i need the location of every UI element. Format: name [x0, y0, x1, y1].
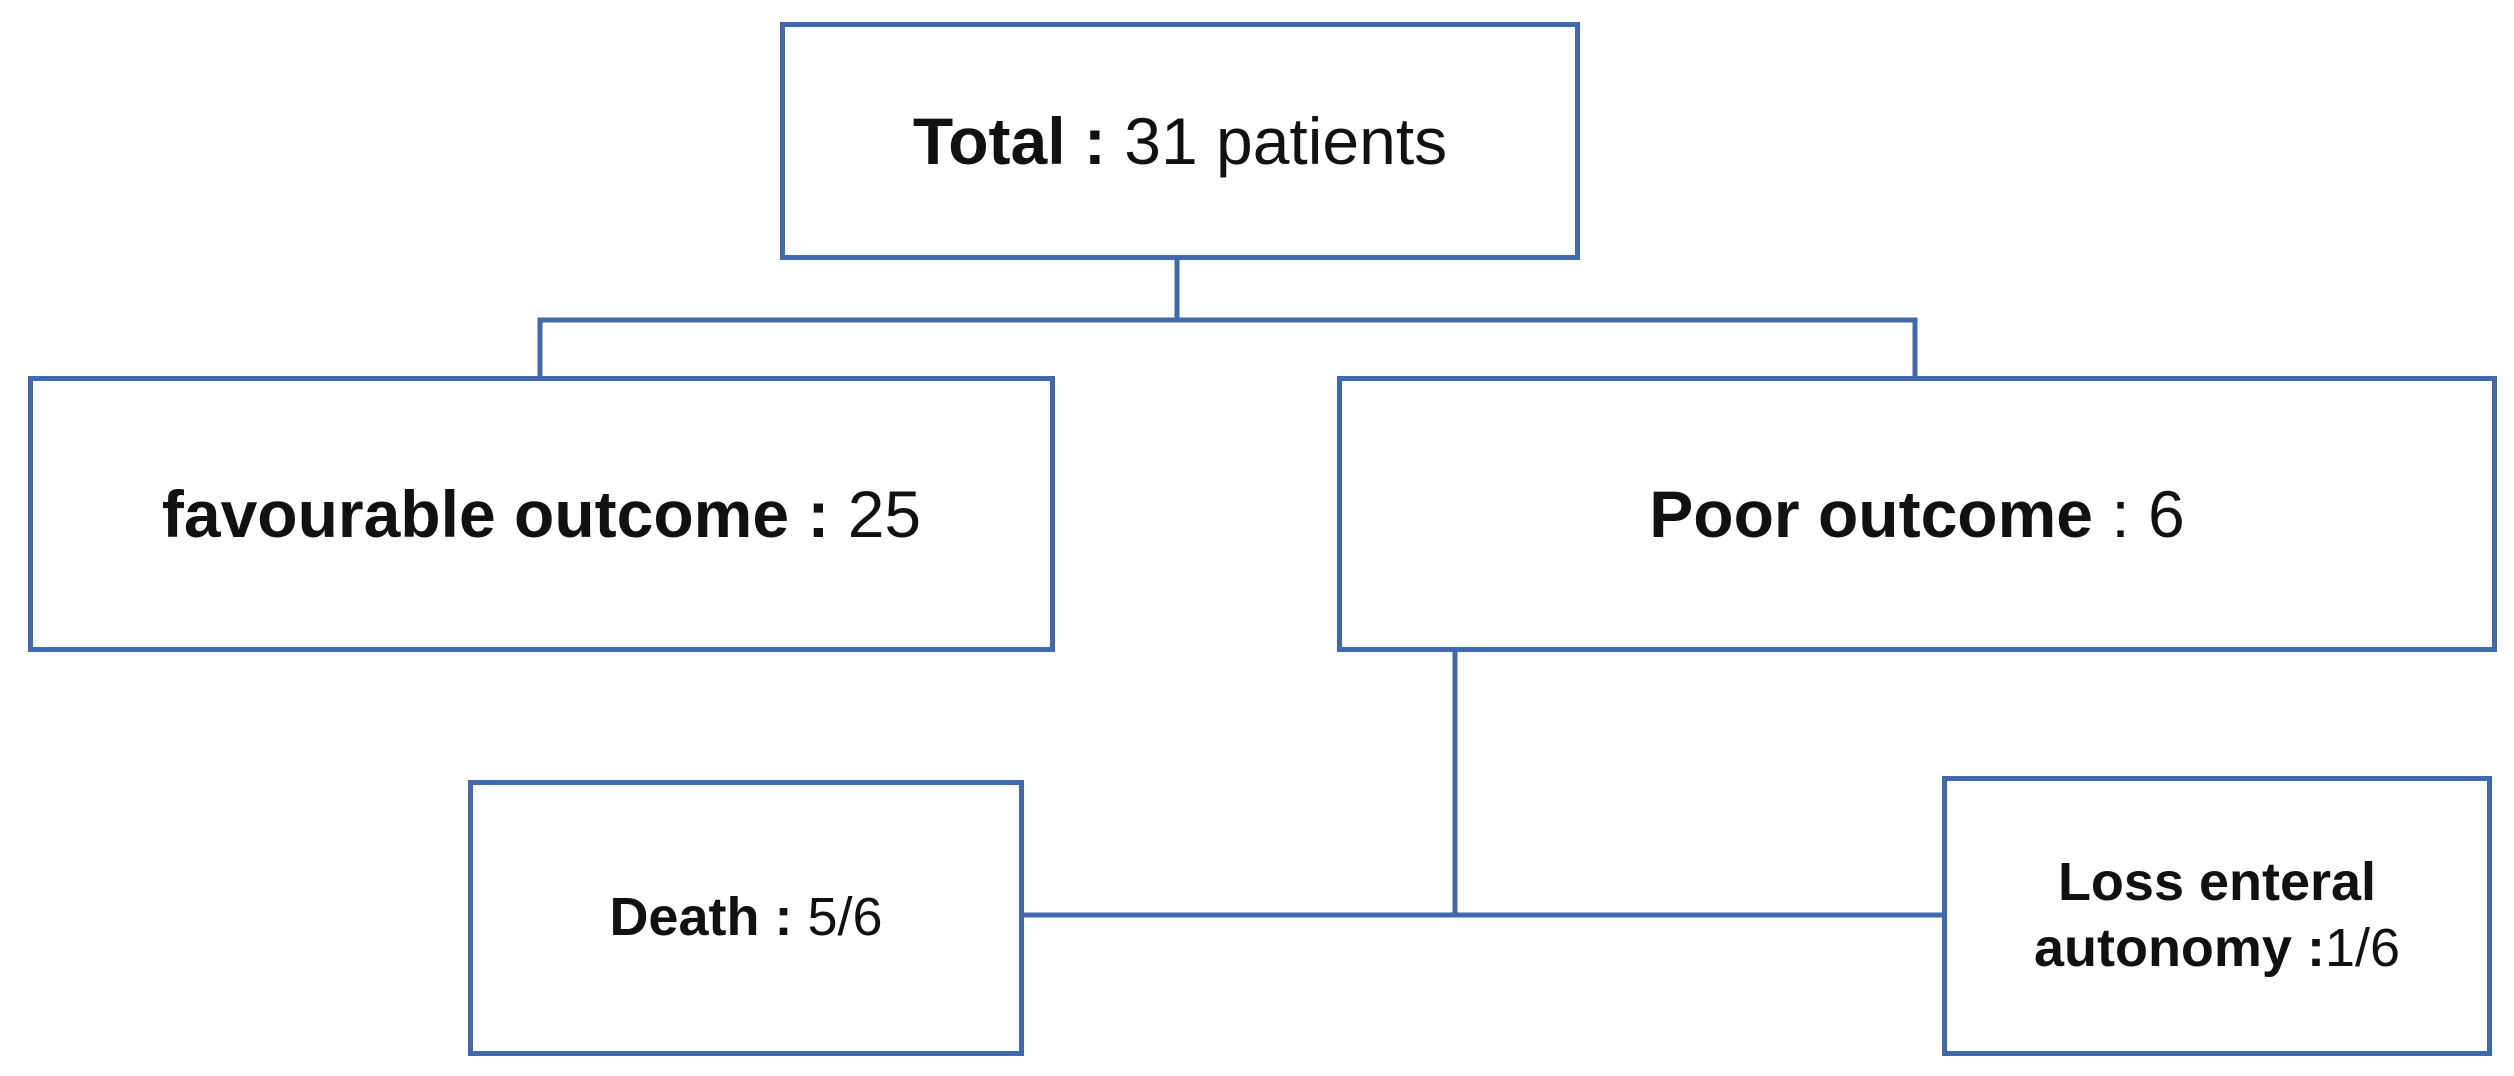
- poor-label: Poor outcome: [1649, 476, 2093, 551]
- edge-poor-death: [1024, 652, 1458, 918]
- node-favourable-outcome: favourable outcome : 25: [28, 376, 1055, 652]
- edge-total-favourable: [537, 260, 1180, 376]
- total-value: 31 patients: [1124, 103, 1448, 178]
- loss-value: 1/6: [2324, 918, 2401, 978]
- node-poor-outcome: Poor outcome : 6: [1337, 376, 2497, 652]
- node-death: Death : 5/6: [468, 780, 1024, 1056]
- death-value: 5/6: [807, 887, 883, 948]
- poor-value: : 6: [2111, 476, 2185, 551]
- total-label: Total :: [912, 103, 1106, 178]
- node-total: Total : 31 patients: [780, 22, 1580, 260]
- node-loss-enteral-autonomy: Loss enteral autonomy :1/6: [1942, 776, 2492, 1056]
- edge-total-poor: [1177, 317, 1918, 376]
- favourable-label: favourable outcome :: [161, 476, 830, 551]
- death-label: Death :: [609, 887, 793, 948]
- loss-label: Loss enteral autonomy :: [2033, 852, 2377, 978]
- favourable-value: 25: [847, 476, 922, 551]
